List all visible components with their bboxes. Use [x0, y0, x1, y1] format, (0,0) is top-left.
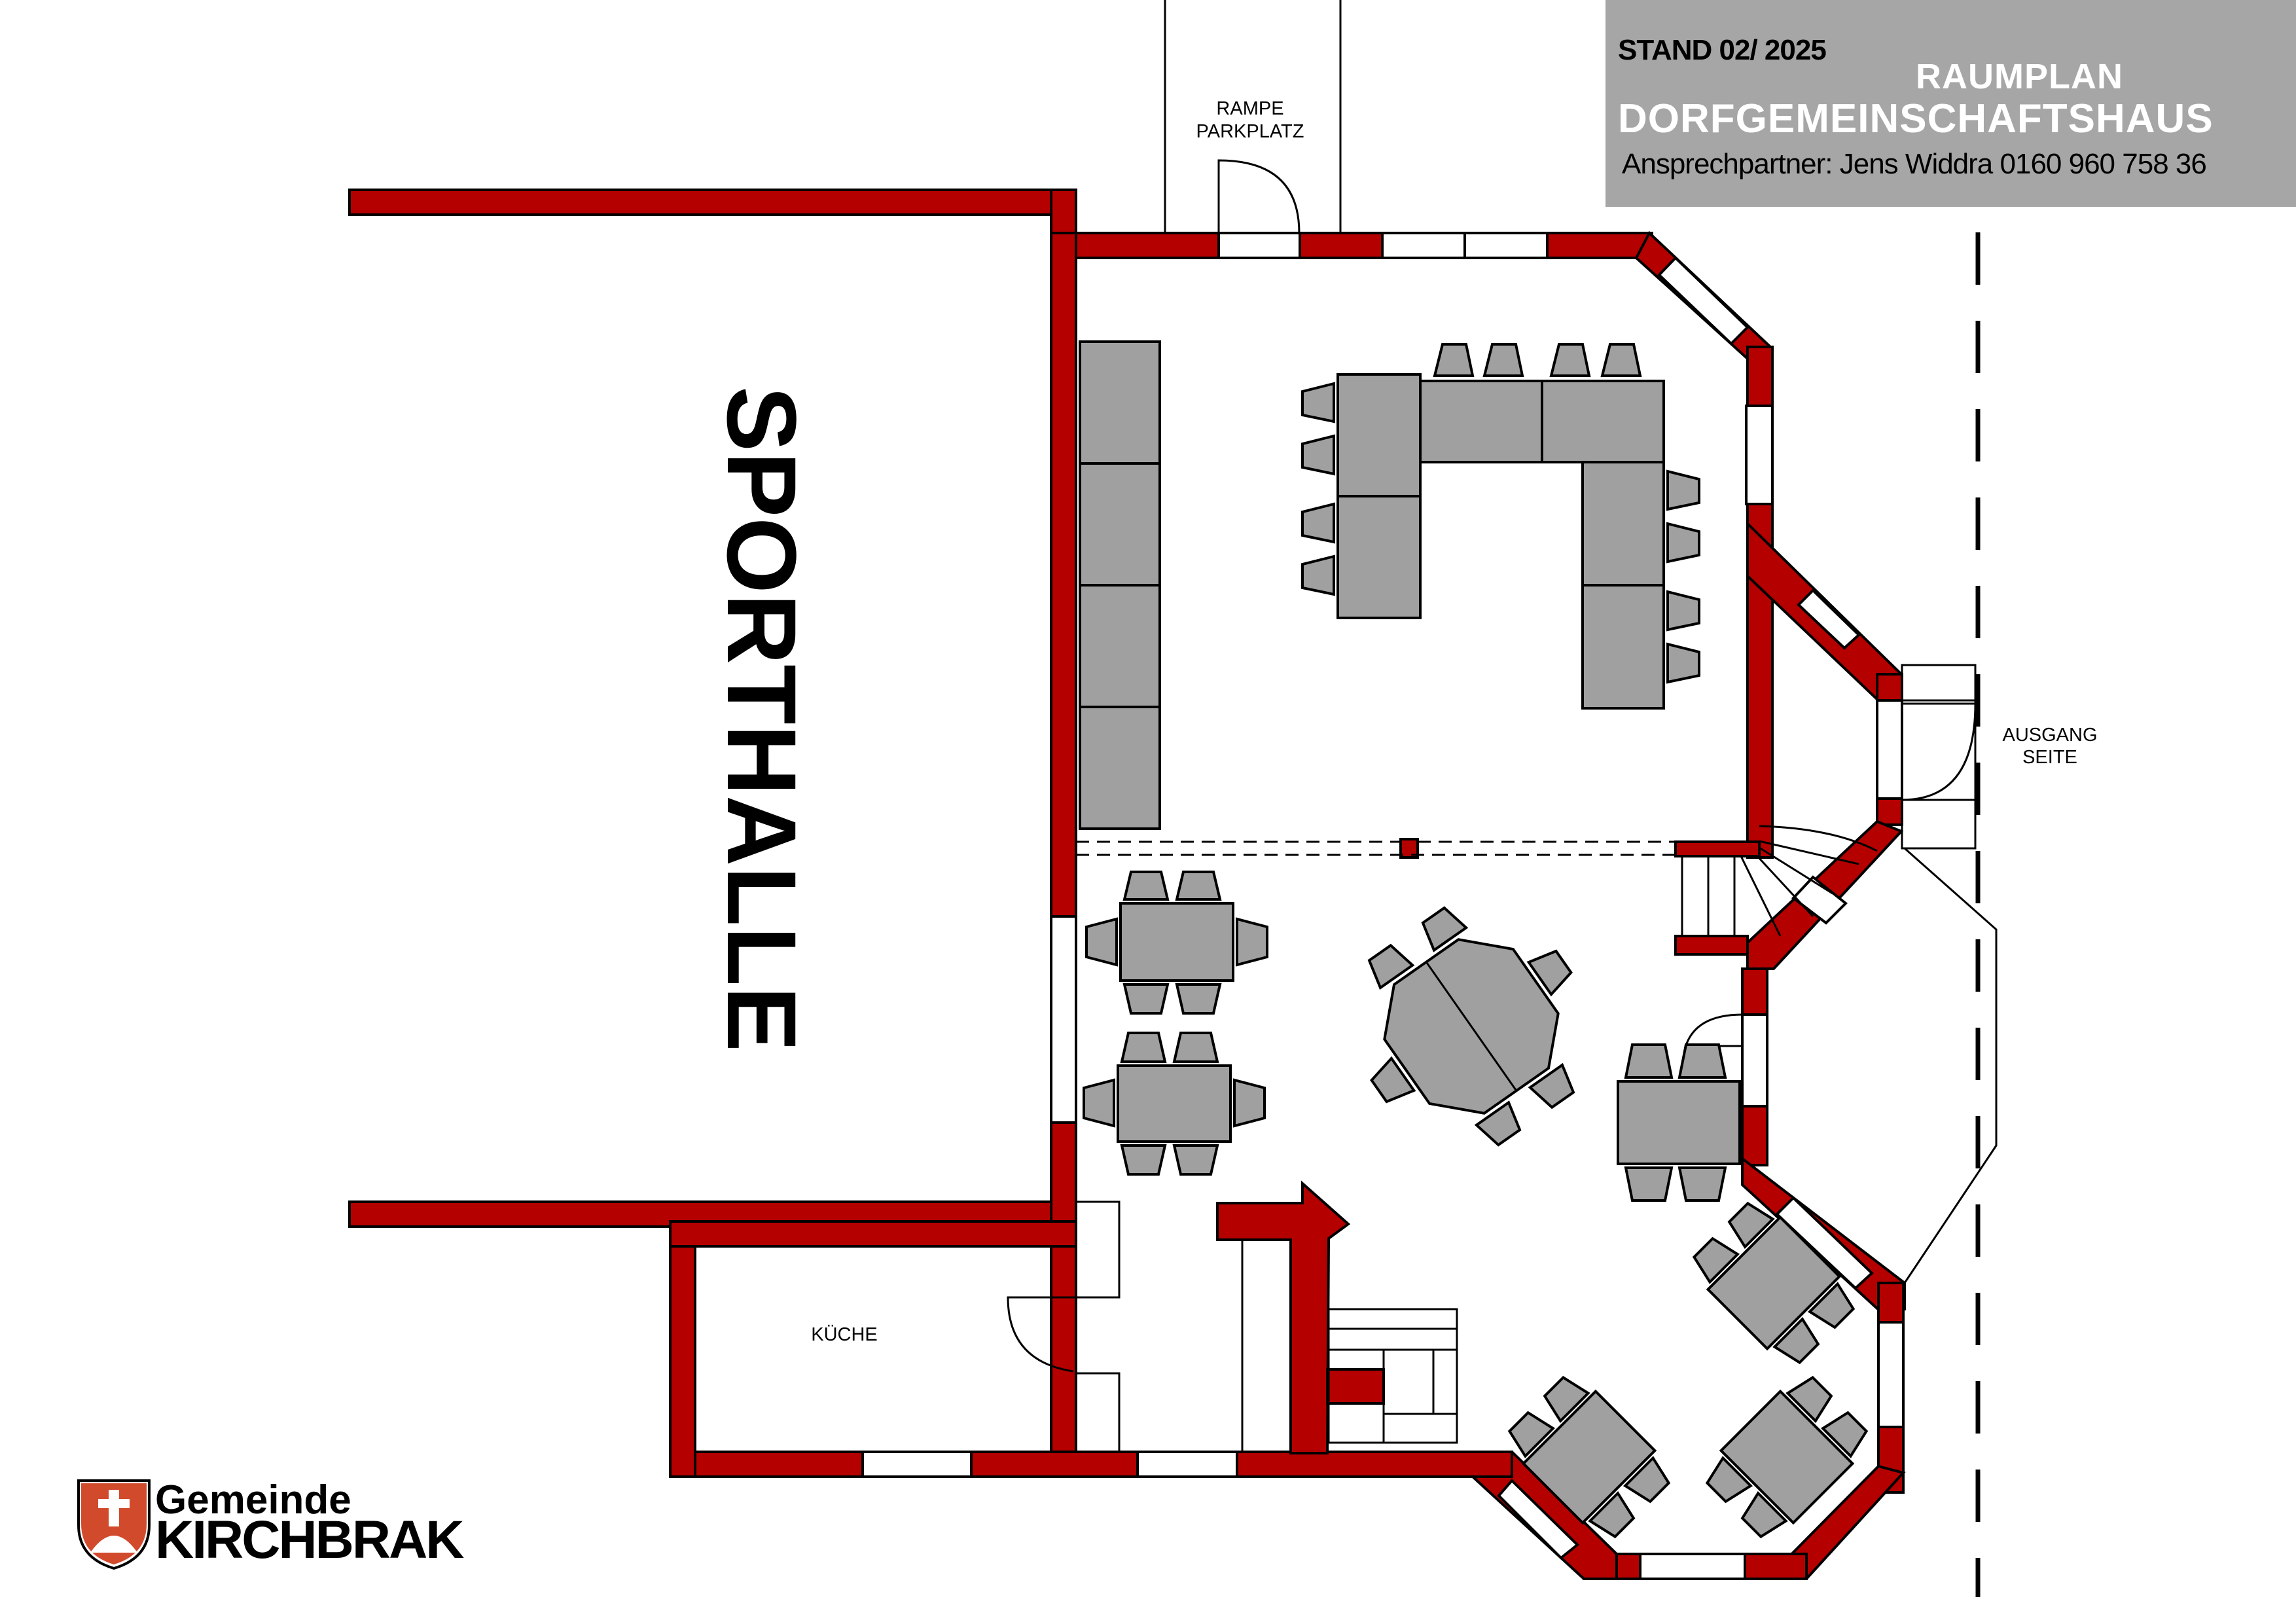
contact-info: Ansprechpartner: Jens Widdra 0160 960 75… — [1622, 148, 2207, 180]
windows — [861, 232, 1905, 1580]
side-table — [1079, 462, 1161, 586]
furniture — [1079, 340, 1869, 1539]
u-table — [1336, 373, 1422, 497]
stand-date: STAND 02/ 2025 — [1618, 34, 1827, 66]
chair — [1677, 1166, 1727, 1202]
chair — [1705, 1456, 1753, 1504]
u-table — [1336, 495, 1422, 619]
chair — [1692, 1236, 1740, 1284]
sporthalle-label: SPORTHALLE — [707, 386, 817, 1052]
logo-line2: KIRCHBRAK — [155, 1510, 465, 1570]
u-table — [1581, 584, 1665, 710]
seite-label: SEITE — [2022, 747, 2077, 768]
chair — [1549, 343, 1591, 377]
u-table — [1419, 380, 1543, 463]
chair — [1474, 1100, 1522, 1147]
chair — [1120, 1144, 1167, 1176]
chair — [1666, 522, 1700, 564]
chair — [1120, 1032, 1167, 1063]
title-line2: DORFGEMEINSCHAFTSHAUS — [1618, 96, 2214, 141]
chair — [1772, 1316, 1820, 1365]
chair — [1624, 1043, 1674, 1079]
chair — [1666, 642, 1700, 684]
header-panel — [1605, 0, 2296, 207]
chair — [1301, 502, 1335, 544]
u-table — [1581, 461, 1665, 586]
chair — [1175, 983, 1222, 1015]
chair — [1172, 1144, 1219, 1176]
chair — [1666, 469, 1700, 511]
chair — [1807, 1282, 1856, 1329]
ausgang-label: AUSGANG — [2002, 725, 2097, 746]
chair — [1588, 1490, 1636, 1539]
kueche-label: KÜCHE — [811, 1324, 878, 1345]
dining-table — [1117, 1064, 1232, 1143]
chair — [1666, 590, 1700, 632]
chair — [1528, 1062, 1575, 1110]
title-line1: RAUMPLAN — [1916, 57, 2123, 96]
side-table — [1079, 340, 1161, 465]
chair — [1122, 983, 1170, 1015]
dining-table — [1706, 1215, 1842, 1351]
chair — [1740, 1490, 1788, 1539]
chair — [1623, 1456, 1671, 1504]
chair — [1301, 434, 1335, 476]
chair — [1433, 343, 1475, 377]
chair — [1677, 1043, 1727, 1079]
chair — [1543, 1375, 1590, 1424]
chair — [1785, 1375, 1833, 1424]
parkplatz-label: PARKPLATZ — [1196, 121, 1304, 142]
chair — [1172, 1032, 1219, 1063]
chair — [1122, 871, 1170, 901]
rampe-label: RAMPE — [1216, 98, 1283, 119]
chair — [1600, 343, 1642, 377]
chair — [1301, 382, 1335, 424]
chair — [1233, 1078, 1266, 1128]
chair — [1526, 949, 1573, 997]
chair — [1421, 906, 1469, 952]
chair — [1624, 1166, 1674, 1202]
logo-line1: Gemeinde — [155, 1477, 351, 1523]
chair — [1175, 871, 1222, 901]
chair — [1507, 1411, 1556, 1458]
u-table — [1541, 380, 1665, 463]
side-table — [1079, 584, 1161, 708]
chair — [1085, 917, 1118, 967]
dining-table — [1617, 1080, 1741, 1165]
chair — [1820, 1411, 1869, 1458]
dining-table — [1521, 1389, 1657, 1525]
building-walls — [669, 230, 1906, 1580]
chair — [1482, 343, 1524, 377]
dining-table — [1119, 902, 1234, 982]
dining-table — [1719, 1389, 1855, 1525]
chair — [1236, 917, 1268, 967]
chair — [1367, 943, 1415, 990]
chair — [1370, 1056, 1416, 1104]
chair — [1301, 554, 1335, 596]
coat-of-arms-icon — [77, 1479, 151, 1570]
thin-lines — [1007, 0, 1998, 1597]
chair — [1727, 1201, 1775, 1250]
chair — [1083, 1078, 1115, 1128]
side-table — [1079, 706, 1161, 830]
